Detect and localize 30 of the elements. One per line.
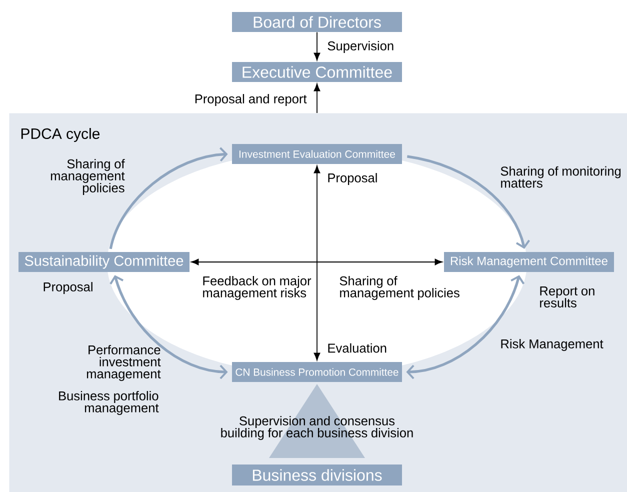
edge-label: Sharing of monitoring matters [500, 166, 621, 188]
arrow [314, 166, 320, 262]
committee-box: Sustainability Committee [18, 252, 190, 272]
arrow [191, 258, 318, 266]
edge-label: Sharing of management policies [50, 159, 125, 195]
committee-box: Risk Management Committee [444, 252, 614, 272]
edge-label: Proposal [328, 173, 377, 185]
edge-label: Sharing of management policies [340, 276, 460, 300]
edge-label: Evaluation [328, 343, 386, 353]
committee-box: CN Business Promotion Committee [232, 362, 402, 382]
note-label: Report on results [540, 286, 594, 308]
arrow [314, 262, 320, 360]
committee-box: Board of Directors [232, 12, 402, 32]
note-label: Supervision and consensus building for each business division [221, 416, 413, 440]
note-label: Business portfolio management [59, 391, 159, 415]
edge-label: Supervision [328, 41, 394, 53]
edge-label: Risk Management [501, 339, 604, 351]
arrow [316, 258, 442, 266]
note-label: Performance investment management [86, 345, 161, 381]
edge-label: Proposal and report [195, 94, 307, 106]
arrow [406, 275, 525, 380]
arrow [110, 275, 228, 380]
arrow [406, 155, 530, 249]
arrow [314, 32, 320, 60]
committee-box: Business divisions [232, 464, 402, 486]
committee-box: Investment Evaluation Committee [232, 144, 402, 164]
edge-label: Feedback on major management risks [203, 276, 312, 300]
arrow [109, 147, 228, 250]
arrow [314, 84, 320, 114]
committee-box: Executive Committee [232, 62, 402, 82]
